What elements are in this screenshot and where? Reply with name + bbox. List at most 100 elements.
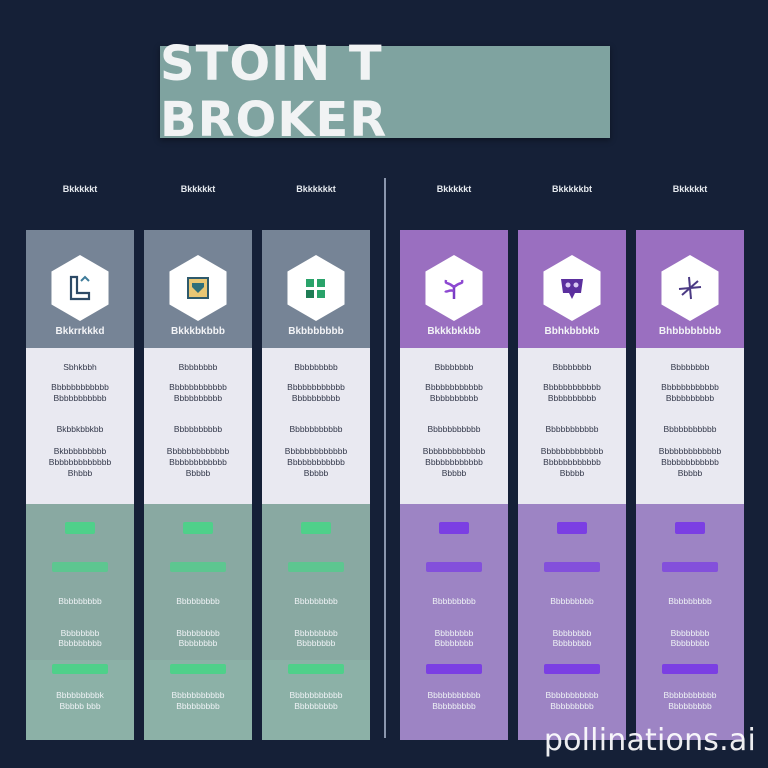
column-heading: Bkkkkkt [62, 184, 98, 194]
feature-toggle-button[interactable] [439, 522, 469, 534]
feature-bar-button[interactable] [544, 562, 600, 572]
details-line: Bbbbbbbbbb [291, 393, 341, 403]
footer-action-button[interactable] [170, 664, 226, 674]
details-line: Bbbbbbbbbbbb [169, 457, 227, 467]
feature-toggle-button[interactable] [301, 522, 331, 534]
feature-line: Bbbbbbbb [552, 638, 592, 648]
details-heading: Sbhkbbh [63, 362, 97, 372]
shield-tower-icon [169, 255, 227, 321]
broker-name: Bkkkbkkbb [427, 326, 481, 337]
footer-action-button[interactable] [288, 664, 344, 674]
footer-action-button[interactable] [662, 664, 718, 674]
broker-name: Bkbbbbbbb [288, 326, 344, 337]
details-line: Bbbbbbbbbbb [53, 393, 107, 403]
plant-icon [425, 255, 483, 321]
feature-bar-button[interactable] [170, 562, 226, 572]
broker-column: BkkkkkbtBbhkbbbkbBbhkbbbbbb bbbhbbhbbBbb… [518, 184, 626, 740]
footer-line: Bbbbbbbbbbb [545, 690, 599, 700]
column-header-card[interactable]: BhbbbbbbbbBbbbbbbbb bbbhbbhbb [636, 230, 744, 368]
column-header-card[interactable]: BbhkbbbkbBbhkbbbbbb bbbhbbhbb [518, 230, 626, 368]
column-heading: Bkkkkkbt [551, 184, 593, 194]
feature-line: Bbbbbbbb [60, 628, 100, 638]
details-line: Bbbbbbbbbbbbb [658, 446, 722, 456]
feature-bar-button[interactable] [426, 562, 482, 572]
details-line: Bbbbbbbbbb [429, 393, 479, 403]
details-line: Bbbbbbbbbbbbb [284, 446, 348, 456]
feature-line: Bbbbbbbbb [668, 596, 712, 606]
chart-l-icon [51, 255, 109, 321]
feature-line: Bbbbbbbb [434, 638, 474, 648]
details-line: Bbbbbbbbbb [173, 393, 223, 403]
details-line: Bbbbbbbbbb [665, 393, 715, 403]
details-line: Bbbbbbbbbb [173, 424, 223, 434]
footer-action-button[interactable] [426, 664, 482, 674]
footer-line: Bbbbbbbbbbb [171, 690, 225, 700]
column-header-card[interactable]: BkbbbbbbbBbhkbbbbbb bbbhbbhbb [262, 230, 370, 368]
column-header-card[interactable]: BkkrrkkkdBoksk b bbh btbm [26, 230, 134, 368]
details-line: Bbbbb [185, 468, 211, 478]
broker-column: BkkkkktBhbbbbbbbbBbbbbbbbb bbbhbbhbbBbbb… [636, 184, 744, 740]
feature-line: Bbbbbbbbb [176, 596, 220, 606]
feature-line: Bbbbbbbb [670, 638, 710, 648]
column-header-card[interactable]: BkkkbkbbbBbhkbbbbb bbbhbbhbb [144, 230, 252, 368]
feature-toggle-button[interactable] [557, 522, 587, 534]
broker-column: BkkkkkktBkbbbbbbbBbhkbbbbbb bbbhbbhbbBbb… [262, 184, 370, 740]
footer-line: Bbbbbbbbbk [56, 690, 104, 700]
details-line: Bbbbbbbbbbbb [543, 457, 601, 467]
title-banner: STOIN T BROKER [160, 36, 610, 148]
feature-bar-button[interactable] [662, 562, 718, 572]
column-header-card[interactable]: BkkkbkkbbBbhkbbbbbb bbbhbbhbb [400, 230, 508, 368]
column-heading: Bkkkkkt [436, 184, 472, 194]
footer-line: Bbbbbbbbb [294, 701, 338, 711]
footer-line: Bbbbbbbbb [550, 701, 594, 711]
feature-bar-button[interactable] [52, 562, 108, 572]
feature-toggle-button[interactable] [675, 522, 705, 534]
feature-line: Bbbbbbbbb [294, 628, 338, 638]
details-line: Bbbbbbbbbbbb [287, 382, 345, 392]
details-line: Bbbbb [303, 468, 329, 478]
footer-action-button[interactable] [544, 664, 600, 674]
footer-line: Bbbbbbbbbbb [427, 690, 481, 700]
feature-toggle-button[interactable] [65, 522, 95, 534]
broker-column: BkkkkktBkkrrkkkdBoksk b bbh btbmSbhkbbhB… [26, 184, 134, 740]
column-heading: Bkkkkkkt [296, 184, 336, 194]
feature-toggle-button[interactable] [183, 522, 213, 534]
details-line: Bbbbb [441, 468, 467, 478]
footer-line: Bbbbbbbbb [432, 701, 476, 711]
group-divider [384, 178, 386, 738]
details-line: Bbbbbbbbbbbbb [48, 457, 112, 467]
feature-line: Bbbbbbbbb [432, 596, 476, 606]
details-line: Bbbbbbbbbbbb [51, 382, 109, 392]
feature-line: Bbbbbbbbb [550, 596, 594, 606]
green-grid-icon [287, 255, 345, 321]
column-heading: Bkkkkkt [180, 184, 216, 194]
footer-line: Bbbbbbbbb [176, 701, 220, 711]
feature-line: Bbbbbbbb [178, 638, 218, 648]
footer-line: Bbbbbbbbbbb [663, 690, 717, 700]
details-heading: Bbbbbbbb [178, 362, 218, 372]
details-line: Bbbbbbbbbbbb [425, 457, 483, 467]
footer-action-button[interactable] [52, 664, 108, 674]
footer-line: Bbbbbbbbbbb [289, 690, 343, 700]
feature-line: Bbbbbbbb [670, 628, 710, 638]
feature-bar-button[interactable] [288, 562, 344, 572]
details-line: Bkbbbbbbbbb [53, 446, 107, 456]
details-line: Bbbbb [677, 468, 703, 478]
details-line: Bbbbbbbbbbb [289, 424, 343, 434]
details-heading: Bbbbbbbb [434, 362, 474, 372]
details-heading: Bbbbbbbb [670, 362, 710, 372]
details-line: Bkbbkbbkbb [56, 424, 104, 434]
